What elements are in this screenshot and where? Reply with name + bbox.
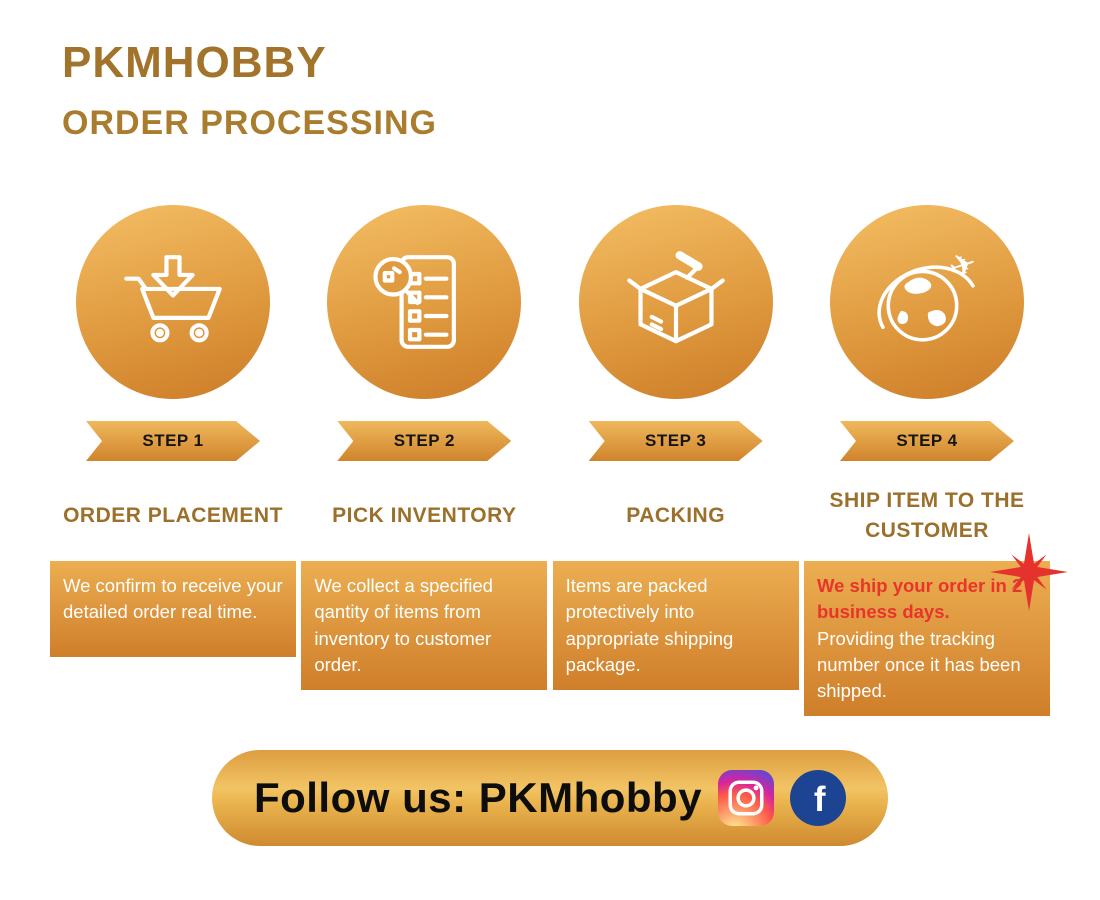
follow-text: Follow us: PKMhobby [253,774,703,822]
globe-airplane-icon: ✈ [868,248,986,356]
step-badge-label: STEP 4 [896,431,958,450]
order-processing-infographic: PKMHOBBY ORDER PROCESSING [0,0,1100,847]
step-badge-label: STEP 3 [645,431,707,450]
step-title: PACKING [626,503,726,527]
inventory-checklist-icon [368,246,480,358]
step-column-1: STEP 1 ORDER PLACEMENT We confirm to rec… [50,205,296,716]
instagram-icon[interactable] [718,770,775,827]
step-description-wrap: We confirm to receive your detailed orde… [50,561,296,657]
cart-download-icon [117,246,229,358]
step-badge-label: STEP 2 [393,431,455,450]
step-description: We ship your order in 2 business days. P… [803,561,1050,717]
steps-row: STEP 1 ORDER PLACEMENT We confirm to rec… [0,205,1100,717]
step-description-wrap: We ship your order in 2 business days. P… [803,533,1068,717]
step-description: We confirm to receive your detailed orde… [50,561,296,657]
step-description: We collect a specified qantity of items … [301,561,548,691]
shipping-time-highlight: We ship your order in 2 business days. [816,575,1023,623]
step-title: ORDER PLACEMENT [63,503,283,527]
follow-banner: Follow us: PKMhobby [212,750,888,847]
step-title: SHIP ITEM TO THE CUSTOMER [829,488,1025,542]
step-title: PICK INVENTORY [332,503,517,527]
step-column-3: STEP 3 PACKING Items are packed protecti… [552,205,799,716]
brand-title: PKMHOBBY [62,38,327,87]
svg-text:f: f [814,780,826,819]
page-title: ORDER PROCESSING [62,104,437,142]
step-column-4: ✈ STEP 4 SHIP ITEM TO THE CUSTOMER We sh [803,205,1068,717]
step4-icon-circle: ✈ [829,205,1024,399]
step3-icon-circle [578,205,773,399]
step1-icon-circle [76,205,270,399]
tracking-note: Providing the tracking number once it ha… [816,627,1021,702]
step-description-wrap: We collect a specified qantity of items … [301,561,548,691]
header: PKMHOBBY ORDER PROCESSING [0,0,1100,143]
step-badge-label: STEP 1 [142,431,204,450]
step2-icon-circle [327,205,522,399]
step-badge: STEP 2 [337,421,511,461]
step-badge: STEP 1 [86,421,260,461]
step-description-wrap: Items are packed protectively into appro… [552,561,799,691]
step-badge: STEP 3 [589,421,763,461]
facebook-icon[interactable]: f [790,770,847,827]
packing-box-icon [620,246,732,358]
step-column-2: STEP 2 PICK INVENTORY We collect a speci… [301,205,548,716]
step-description: Items are packed protectively into appro… [552,561,799,691]
step-badge: STEP 4 [840,421,1014,461]
